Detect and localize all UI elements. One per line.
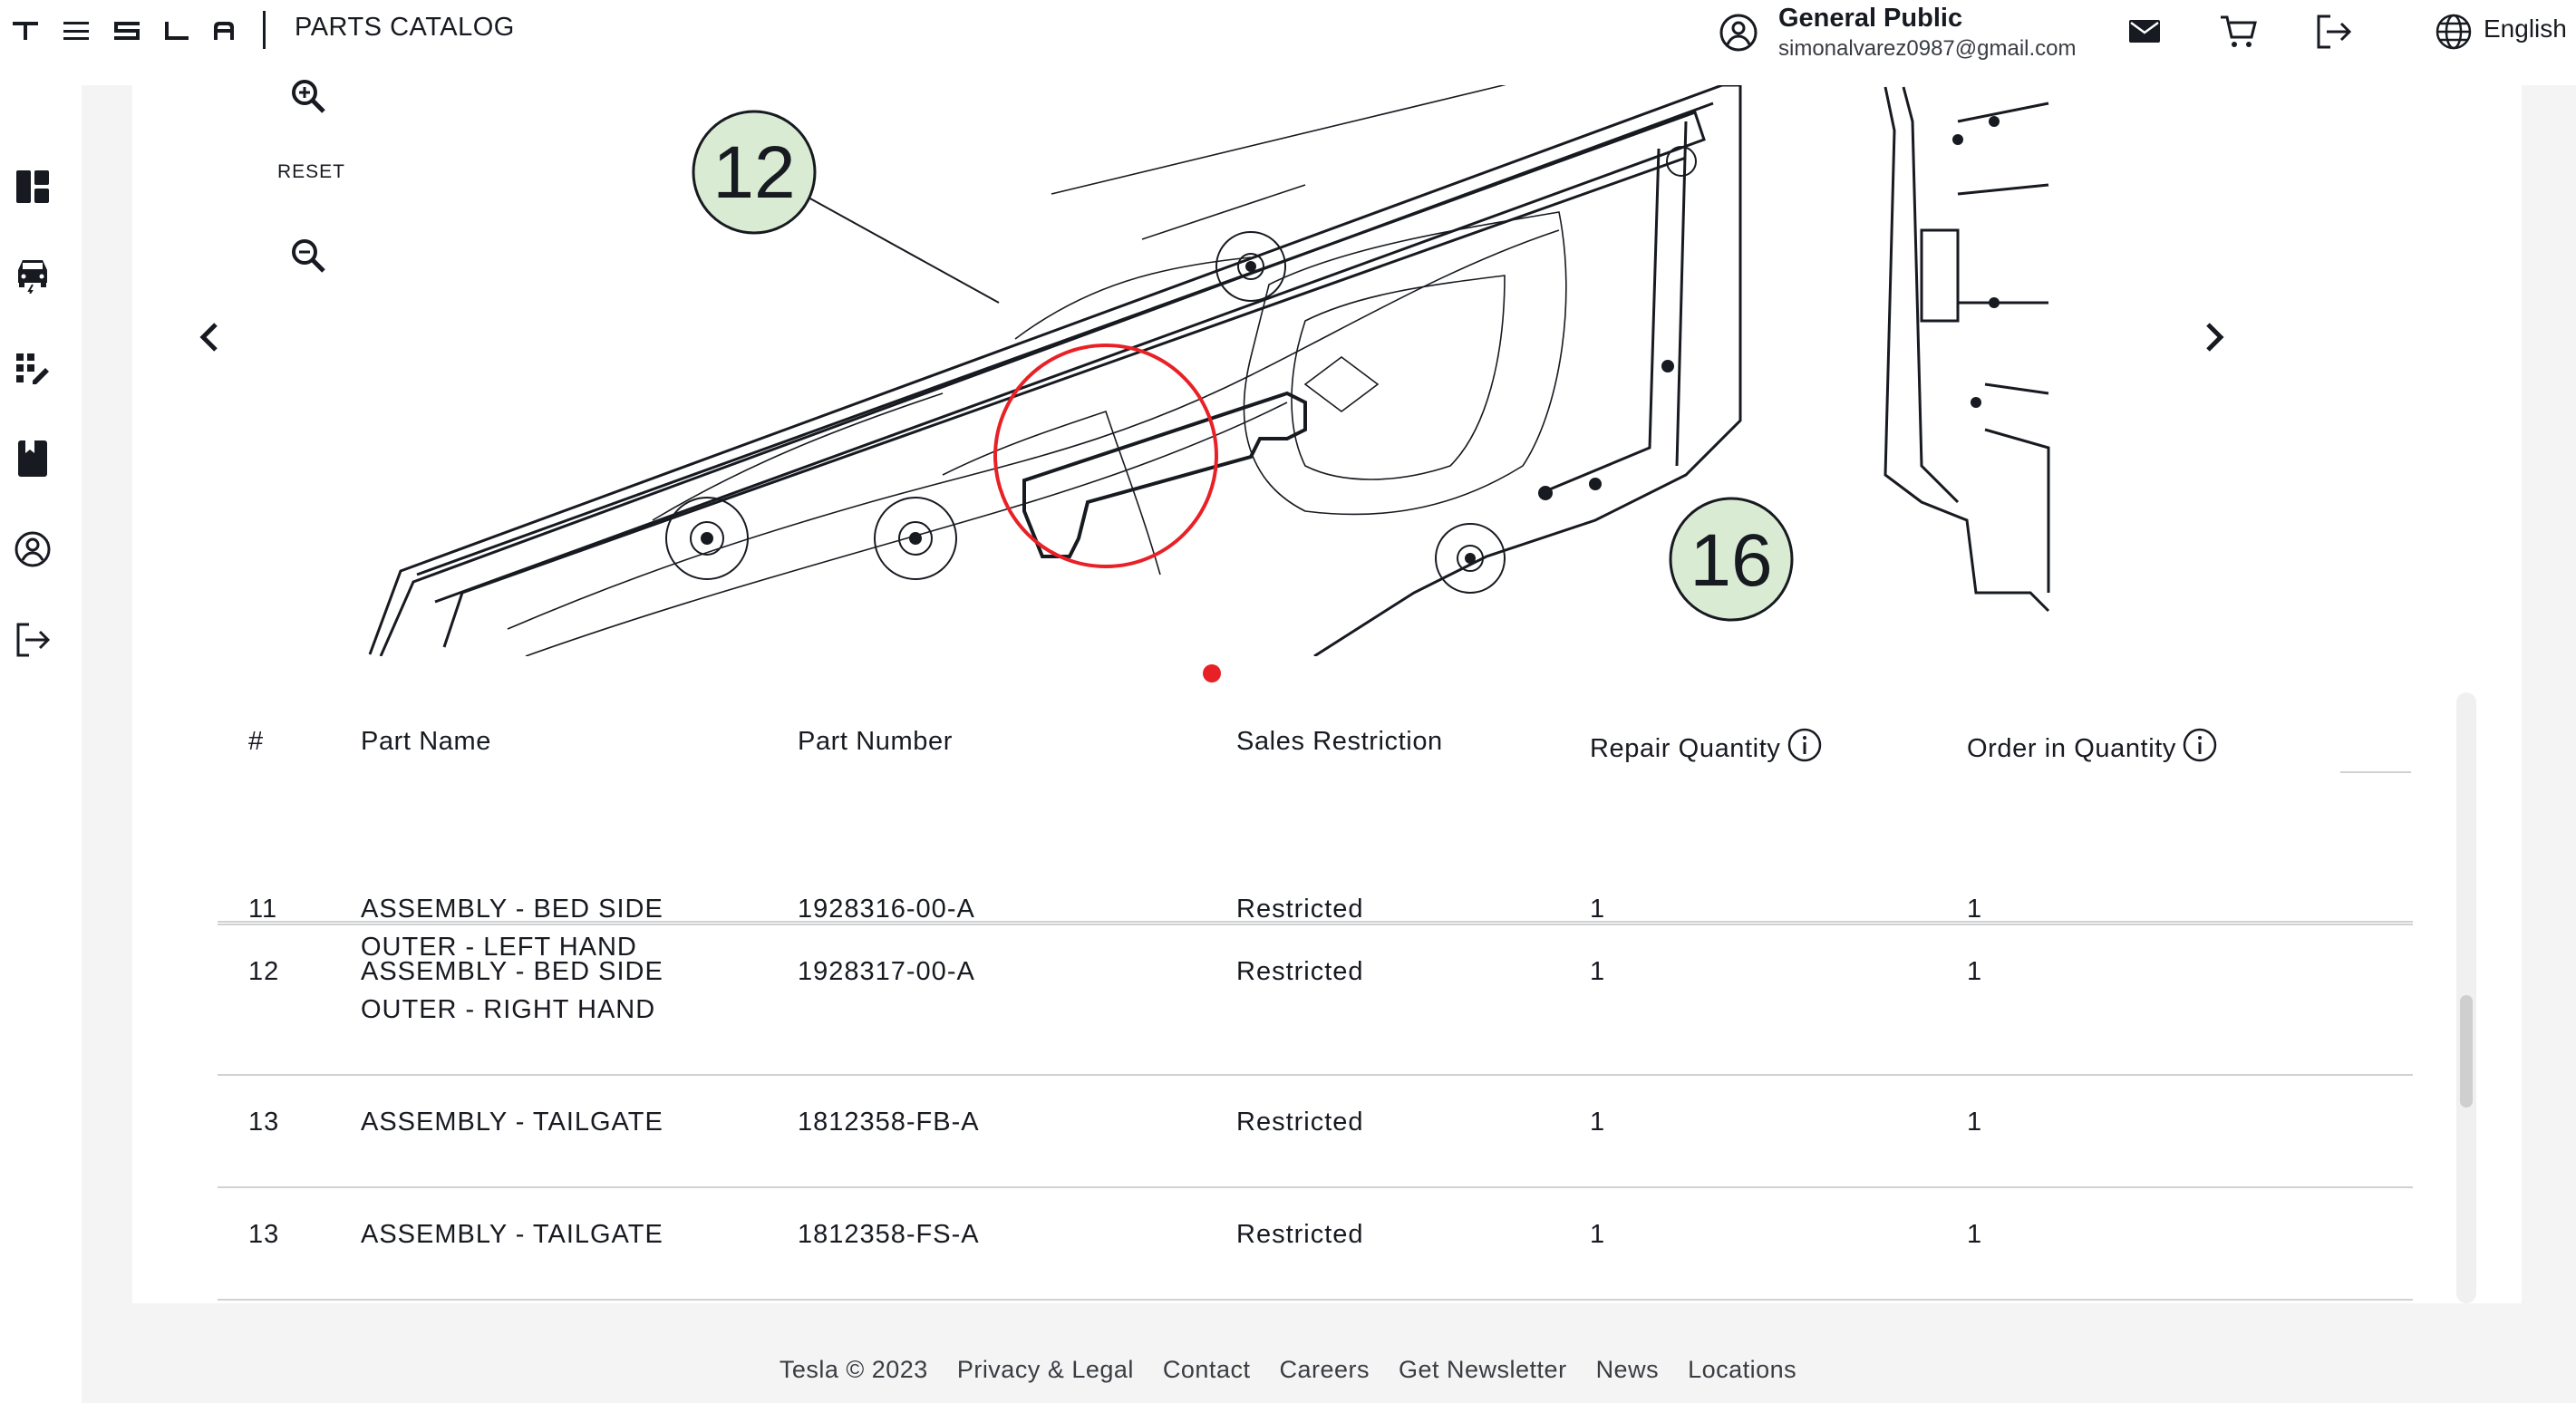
parts-grid-icon[interactable] bbox=[15, 350, 51, 391]
table-row[interactable]: 13 ASSEMBLY - TAILGATE 1812358-FS-A Rest… bbox=[218, 1188, 2413, 1301]
tesla-wordmark-icon bbox=[13, 22, 234, 40]
cart-icon[interactable] bbox=[2219, 13, 2259, 55]
part-number: 1928317-00-A bbox=[798, 957, 975, 986]
sales-restriction: Restricted bbox=[1236, 1220, 1364, 1249]
reset-zoom-button[interactable]: RESET bbox=[277, 161, 346, 182]
repair-quantity-info-icon[interactable] bbox=[1787, 727, 1823, 770]
column-number: # bbox=[248, 727, 264, 756]
sales-restriction: Restricted bbox=[1236, 1108, 1364, 1137]
dashboard-icon[interactable] bbox=[15, 169, 51, 209]
part-name: ASSEMBLY - TAILGATE bbox=[361, 1220, 663, 1249]
table-row[interactable]: 11 ASSEMBLY - BED SIDE OUTER - LEFT HAND… bbox=[218, 772, 2413, 962]
order-quantity: 1 bbox=[1967, 1220, 1983, 1249]
parts-table: # Part Name Part Number Sales Restrictio… bbox=[218, 682, 2413, 962]
user-name: General Public bbox=[1778, 4, 1963, 33]
footer-link-careers[interactable]: Careers bbox=[1279, 1356, 1370, 1383]
table-header: # Part Name Part Number Sales Restrictio… bbox=[218, 682, 2413, 772]
order-quantity: 1 bbox=[1967, 1108, 1983, 1137]
part-name-line2: OUTER - RIGHT HAND bbox=[361, 995, 656, 1024]
callout-12 bbox=[692, 110, 817, 235]
carousel-dot-active[interactable] bbox=[1203, 664, 1221, 682]
zoom-out-icon[interactable] bbox=[288, 236, 328, 280]
order-quantity-info-icon[interactable] bbox=[2182, 727, 2218, 770]
profile-icon[interactable] bbox=[15, 531, 51, 572]
catalog-book-icon[interactable] bbox=[15, 439, 51, 483]
footer-link-newsletter[interactable]: Get Newsletter bbox=[1399, 1356, 1567, 1383]
part-name-line2: OUTER - LEFT HAND bbox=[361, 933, 637, 962]
language-selector[interactable]: English bbox=[2484, 15, 2567, 43]
row-number: 11 bbox=[248, 895, 278, 924]
column-repair-quantity: Repair Quantity bbox=[1590, 727, 1823, 770]
main-content-card bbox=[132, 85, 2522, 1303]
table-row[interactable]: 13 ASSEMBLY - TAILGATE 1812358-FB-A Rest… bbox=[218, 1076, 2413, 1188]
page-title: PARTS CATALOG bbox=[295, 13, 515, 42]
callout-12-label: 12 bbox=[712, 131, 795, 214]
table-row[interactable]: 12 ASSEMBLY - BED SIDE OUTER - RIGHT HAN… bbox=[218, 925, 2413, 1076]
order-quantity: 1 bbox=[1967, 895, 1983, 924]
row-number: 12 bbox=[248, 957, 280, 986]
repair-quantity: 1 bbox=[1590, 1108, 1606, 1137]
column-order-in-quantity-label: Order in Quantity bbox=[1967, 733, 2177, 763]
globe-icon[interactable] bbox=[2435, 13, 2473, 55]
footer-link-contact[interactable]: Contact bbox=[1162, 1356, 1251, 1383]
part-number: 1812358-FB-A bbox=[798, 1108, 980, 1137]
carousel-next-icon[interactable] bbox=[2201, 321, 2226, 358]
carousel-prev-icon[interactable] bbox=[198, 321, 223, 358]
part-name-line1: ASSEMBLY - BED SIDE bbox=[361, 957, 663, 986]
user-email: simonalvarez0987@gmail.com bbox=[1778, 36, 2077, 61]
footer-link-privacy[interactable]: Privacy & Legal bbox=[956, 1356, 1134, 1383]
header-rule bbox=[2340, 771, 2411, 773]
left-sidebar bbox=[0, 85, 82, 1403]
top-header: PARTS CATALOG General Public simonalvare… bbox=[0, 0, 2576, 85]
part-number: 1812358-FS-A bbox=[798, 1220, 980, 1249]
mail-icon[interactable] bbox=[2126, 13, 2163, 53]
row-number: 13 bbox=[248, 1108, 280, 1137]
highlight-circle bbox=[993, 343, 1218, 568]
parts-diagram[interactable]: 12 16 bbox=[363, 75, 2058, 704]
repair-quantity: 1 bbox=[1590, 957, 1606, 986]
column-part-name: Part Name bbox=[361, 727, 491, 756]
footer: Tesla © 2023 Privacy & Legal Contact Car… bbox=[0, 1356, 2576, 1384]
footer-link-news[interactable]: News bbox=[1595, 1356, 1660, 1383]
logout-icon[interactable] bbox=[2314, 13, 2354, 55]
tesla-logo[interactable] bbox=[13, 16, 239, 45]
row-number: 13 bbox=[248, 1220, 280, 1249]
column-part-number: Part Number bbox=[798, 727, 953, 756]
sales-restriction: Restricted bbox=[1236, 895, 1364, 924]
user-account-icon[interactable] bbox=[1719, 13, 1758, 57]
header-divider bbox=[263, 11, 266, 49]
footer-copyright: Tesla © 2023 bbox=[779, 1356, 928, 1383]
repair-quantity: 1 bbox=[1590, 1220, 1606, 1249]
callout-16-label: 16 bbox=[1690, 519, 1772, 602]
part-name-line1: ASSEMBLY - BED SIDE bbox=[361, 895, 663, 924]
vehicle-icon[interactable] bbox=[15, 254, 51, 298]
part-number: 1928316-00-A bbox=[798, 895, 975, 924]
column-repair-quantity-label: Repair Quantity bbox=[1590, 733, 1781, 763]
bed-side-diagram-image: 12 16 bbox=[368, 75, 2050, 704]
sales-restriction: Restricted bbox=[1236, 957, 1364, 986]
footer-link-locations[interactable]: Locations bbox=[1688, 1356, 1797, 1383]
row-divider bbox=[218, 924, 2413, 925]
part-name: ASSEMBLY - BED SIDE OUTER - RIGHT HAND bbox=[361, 953, 663, 1029]
part-name: ASSEMBLY - BED SIDE OUTER - LEFT HAND bbox=[361, 890, 663, 966]
sidebar-logout-icon[interactable] bbox=[15, 622, 53, 663]
column-sales-restriction: Sales Restriction bbox=[1236, 727, 1443, 756]
part-name: ASSEMBLY - TAILGATE bbox=[361, 1108, 663, 1137]
table-scrollbar-thumb[interactable] bbox=[2460, 995, 2473, 1108]
order-quantity: 1 bbox=[1967, 957, 1983, 986]
repair-quantity: 1 bbox=[1590, 895, 1606, 924]
callout-16 bbox=[1669, 497, 1794, 622]
column-order-in-quantity: Order in Quantity bbox=[1967, 727, 2218, 770]
zoom-in-icon[interactable] bbox=[288, 76, 328, 121]
